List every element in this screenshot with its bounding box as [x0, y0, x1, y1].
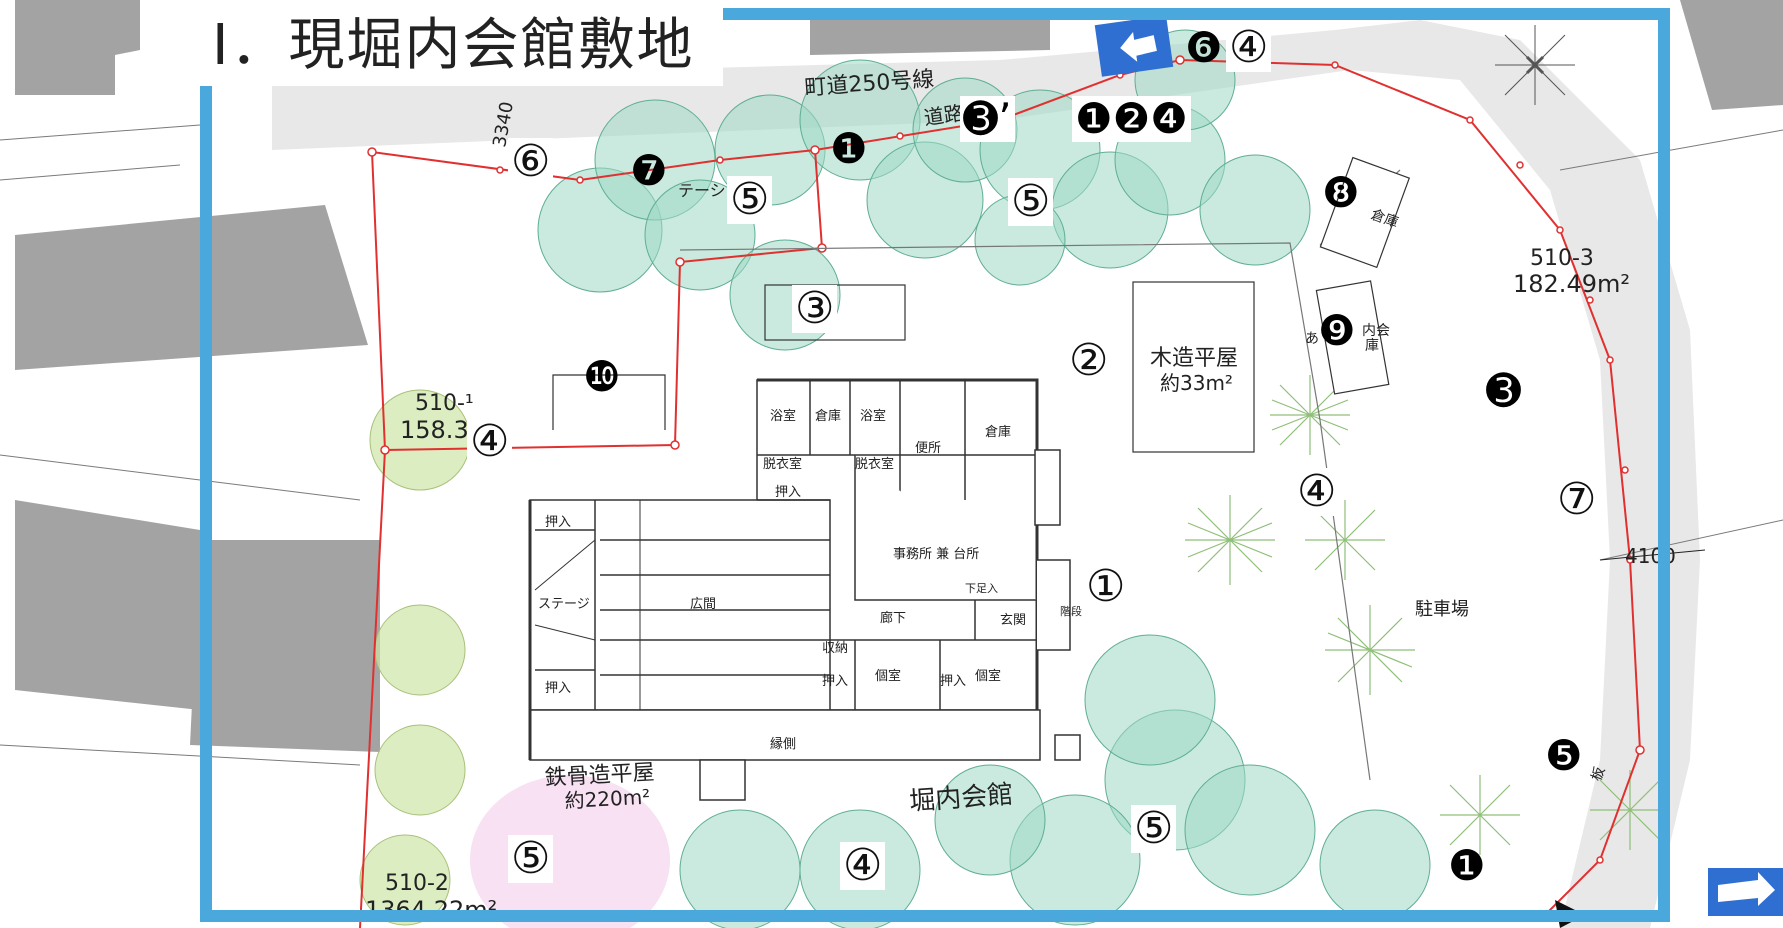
marker-5-white-d: ⑤	[508, 835, 554, 883]
arrow-icons	[1094, 15, 1783, 928]
structure-10	[552, 374, 666, 430]
marker-7-white: ⑦	[1554, 476, 1600, 524]
marker-5-white-a: ⑤	[727, 176, 773, 224]
marker-3prime-filled: ➌’	[960, 96, 1015, 142]
room-closet-mid: 押入	[822, 674, 848, 689]
highlight-frame	[200, 8, 1670, 922]
room-store1: 倉庫	[815, 409, 841, 424]
room-bath1: 浴室	[770, 408, 796, 424]
page-title: Ⅰ．現堀内会館敷地	[200, 6, 723, 86]
marker-5-white-b: ⑤	[1008, 178, 1054, 226]
hall-name-label: 堀内会館	[908, 780, 1014, 817]
room-entrance: 玄関	[1000, 613, 1026, 628]
boundary-points	[367, 55, 1645, 864]
room-stairs: 階段	[1060, 604, 1082, 618]
board-label: 板	[1589, 765, 1609, 784]
lot-b-number: 510-2	[385, 871, 449, 896]
shrubs	[1185, 375, 1670, 855]
room-hall: 広間	[690, 597, 716, 612]
room-labels: 浴室 倉庫 浴室 便所 倉庫 脱衣室 脱衣室 押入 押入 ステージ 広間 押入 …	[538, 408, 1082, 752]
neighbor-buildings	[15, 0, 1783, 752]
marker-4-white-b: ④	[467, 418, 513, 466]
room-shoe: 下足入	[965, 582, 998, 595]
compass-icon	[1495, 25, 1575, 105]
marker-4-white-d: ④	[840, 842, 886, 890]
room-dress1: 脱衣室	[763, 456, 802, 472]
small-structures	[764, 156, 1411, 453]
room-veranda: 縁側	[770, 736, 796, 752]
marker-1-white: ①	[1083, 563, 1129, 611]
marker-7-filled: ❼	[630, 146, 668, 195]
room-toilet: 便所	[915, 441, 941, 456]
pink-area	[470, 775, 670, 928]
room-office: 事務所 兼 台所	[893, 547, 979, 562]
marker-124-filled: ❶❷❹	[1072, 96, 1191, 142]
road-area	[272, 20, 1700, 928]
room-corridor: 廊下	[880, 610, 906, 626]
room-closet-r: 押入	[940, 674, 966, 689]
steel-house-area: 約220m²	[564, 785, 651, 813]
marker-1-filled-b: ❶	[1448, 841, 1486, 890]
store9-label-b: 内会	[1362, 323, 1390, 339]
light-trees	[359, 389, 471, 926]
marker-4-white-c: ④	[1294, 468, 1340, 516]
steel-house-name: 鉄骨造平屋	[544, 760, 655, 791]
marker-2-white: ②	[1066, 337, 1112, 385]
lot-c-area: 182.49m²	[1513, 270, 1630, 298]
stage-fragment-label: テーシ	[678, 181, 726, 200]
lot-c-number: 510-3	[1530, 246, 1594, 271]
marker-10-filled: ❿	[583, 352, 621, 401]
marker-4-white: ④	[1226, 24, 1272, 72]
marker-3-white: ③	[792, 285, 838, 333]
room-closet-left2: 押入	[545, 681, 571, 696]
marker-5-white-c: ⑤	[1131, 805, 1177, 853]
marker-5-filled: ❺	[1545, 731, 1583, 780]
room-closet-top: 押入	[775, 485, 801, 500]
marker-8-filled: ❽	[1322, 168, 1360, 217]
room-store2: 倉庫	[985, 425, 1011, 440]
room-bath2: 浴室	[860, 408, 886, 424]
room-dress2: 脱衣室	[855, 456, 894, 472]
room-closet-left1: 押入	[545, 515, 571, 530]
wood-house-name: 木造平屋	[1150, 346, 1238, 371]
marker-6-white: ⑥	[508, 138, 554, 186]
marker-6-filled: ❻	[1185, 23, 1223, 72]
store9-label-a: あ	[1305, 331, 1319, 347]
store9-label-c: 庫	[1365, 337, 1379, 354]
parking-label: 駐車場	[1415, 599, 1469, 620]
room-private2: 個室	[975, 668, 1001, 684]
marker-3-filled: ➌	[1486, 366, 1522, 415]
dim-line	[1599, 549, 1706, 561]
neighbor-lines	[0, 124, 1783, 766]
marker-9-filled: ❾	[1318, 306, 1356, 355]
marker-1-filled-a: ❶	[830, 124, 868, 173]
room-storage: 収納	[822, 641, 848, 656]
room-stage: ステージ	[538, 597, 590, 612]
road-sub-label: 道路	[922, 101, 965, 130]
room-private1: 個室	[875, 668, 901, 684]
lot-a-number: 510-¹	[415, 391, 474, 416]
wood-house-area: 約33m²	[1160, 371, 1233, 395]
floor-plan	[528, 378, 1081, 801]
